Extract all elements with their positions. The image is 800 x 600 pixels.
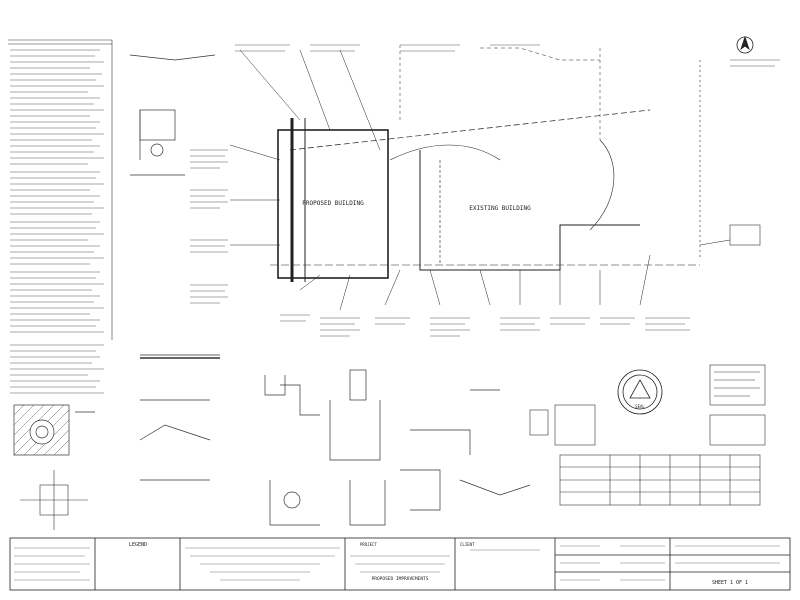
footing-detail — [13, 404, 95, 456]
small-detail-bottom-left — [20, 470, 88, 530]
legend-label: LEGEND — [129, 542, 147, 548]
project-name: PROPOSED IMPROVEMENTS — [372, 576, 429, 582]
plan-callouts — [190, 44, 780, 337]
client-label: CLIENT — [460, 542, 475, 547]
proposed-building-label: PROPOSED BUILDING — [302, 200, 364, 207]
sheet-label: SHEET 1 OF 1 — [712, 580, 748, 586]
title-block — [9, 537, 791, 591]
section-details — [139, 354, 531, 526]
north-arrow-icon — [736, 35, 754, 54]
proposed-building-outline — [277, 129, 389, 279]
data-table — [559, 454, 761, 506]
right-detail-boxes — [529, 224, 766, 446]
existing-building-label: EXISTING BUILDING — [469, 205, 531, 212]
general-notes — [8, 39, 113, 394]
curb-detail — [129, 54, 216, 176]
site-plan — [229, 45, 731, 311]
engineer-seal: SEAL — [617, 369, 663, 415]
seal-text: SEAL — [635, 404, 645, 409]
project-label: PROJECT — [360, 542, 377, 547]
